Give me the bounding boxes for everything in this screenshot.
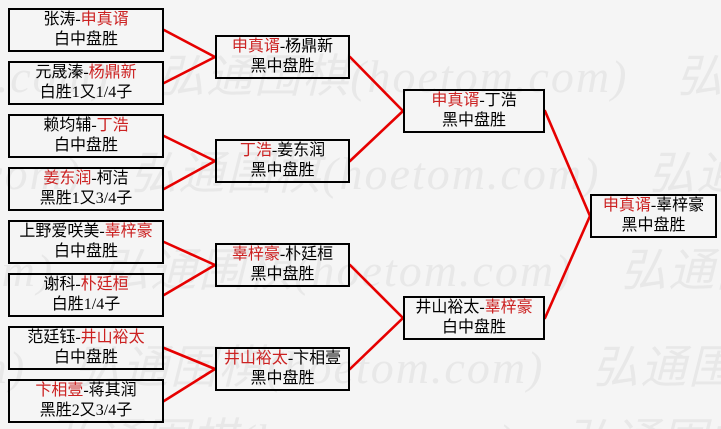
match-players: 申真谞-杨鼎新 [217, 37, 348, 57]
match-result: 白中盘胜 [53, 349, 118, 366]
match-box-r1-1: 张涛-申真谞 白中盘胜 [8, 8, 164, 52]
match-players: 上野爱咲美-辜梓豪 [10, 222, 162, 242]
player-name: -朴廷桓 [279, 246, 334, 263]
player-name: -卞相壹 [287, 350, 342, 367]
winner-name: 井山裕太 [80, 329, 145, 346]
player-name: 赖均辅- [43, 117, 97, 134]
winner-name: 杨鼎新 [88, 64, 137, 81]
match-players: 赖均辅-丁浩 [10, 116, 162, 136]
player-name: -姜东润 [271, 142, 326, 159]
connector-line [162, 28, 217, 59]
match-box-r2-2: 丁浩-姜东润 黑中盘胜 [215, 139, 350, 183]
match-players: 申真谞-丁浩 [405, 91, 543, 111]
player-name: -柯洁 [91, 170, 129, 187]
winner-name: 丁浩 [239, 142, 272, 159]
match-result: 黑中盘胜 [250, 266, 315, 283]
match-result: 黑中盘胜 [250, 370, 315, 387]
match-result: 白中盘胜 [53, 137, 118, 154]
player-name: 上野爱咲美- [19, 223, 105, 240]
winner-name: 申真谞 [231, 38, 280, 55]
player-name: 元晟溱- [35, 64, 89, 81]
match-box-sf-1: 申真谞-丁浩 黑中盘胜 [403, 89, 545, 133]
connector-line [162, 240, 217, 267]
player-name: -丁浩 [479, 92, 517, 109]
match-result: 白中盘胜 [53, 243, 118, 260]
winner-name: 辜梓豪 [484, 299, 533, 316]
winner-name: 辜梓豪 [104, 223, 153, 240]
match-players: 谢科-朴廷桓 [10, 275, 162, 295]
winner-name: 姜东润 [43, 170, 92, 187]
match-result: 黑中盘胜 [250, 58, 315, 75]
connector-line [348, 109, 405, 163]
match-box-r1-2: 元晟溱-杨鼎新 白胜1又1/4子 [8, 61, 164, 105]
connector-line [162, 263, 217, 297]
match-box-final: 申真谞-辜梓豪 黑中盘胜 [590, 194, 717, 238]
match-box-r1-6: 谢科-朴廷桓 白胜1/4子 [8, 273, 164, 317]
match-result: 黑中盘胜 [250, 162, 315, 179]
player-name: 张涛- [43, 11, 81, 28]
winner-name: 申真谞 [80, 11, 129, 28]
match-box-r1-8: 卞相壹-蒋其润 黑胜2又3/4子 [8, 379, 164, 423]
match-box-r2-4: 井山裕太-卞相壹 黑中盘胜 [215, 347, 350, 391]
match-result: 黑胜1又3/4子 [39, 190, 133, 207]
connector-line [162, 55, 217, 85]
match-result: 白中盘胜 [53, 31, 118, 48]
watermark-text: 弘通围棋(hoetom.com) 弘通围棋(hoetom.com) 弘通围棋(h… [0, 342, 721, 393]
connector-line [162, 367, 217, 403]
player-name: 井山裕太- [415, 299, 485, 316]
match-players: 井山裕太-卞相壹 [217, 349, 348, 369]
match-result: 白胜1/4子 [51, 296, 121, 313]
connector-line [162, 134, 217, 163]
match-players: 张涛-申真谞 [10, 10, 162, 30]
player-name: -蒋其润 [83, 382, 137, 399]
match-box-r2-1: 申真谞-杨鼎新 黑中盘胜 [215, 35, 350, 79]
watermark-text: 弘通围棋(hoetom.com) 弘通围棋(hoetom.com) 弘通围棋(h… [0, 245, 721, 296]
connector-line [162, 159, 217, 191]
match-box-sf-2: 井山裕太-辜梓豪 白中盘胜 [403, 296, 545, 340]
match-box-r1-7: 范廷钰-井山裕太 白中盘胜 [8, 326, 164, 370]
match-result: 黑胜2又3/4子 [39, 402, 133, 419]
match-players: 范廷钰-井山裕太 [10, 328, 162, 348]
player-name: -辜梓豪 [650, 197, 705, 214]
watermark-text: 弘通围棋(hoetom.com) 弘通围棋(hoetom.com) 弘通围棋(h… [0, 404, 721, 429]
winner-name: 朴廷桓 [80, 276, 129, 293]
winner-name: 辜梓豪 [231, 246, 280, 263]
match-result: 白中盘胜 [441, 319, 506, 336]
connector-line [162, 346, 217, 371]
match-result: 白胜1又1/4子 [39, 84, 133, 101]
match-box-r1-4: 姜东润-柯洁 黑胜1又3/4子 [8, 167, 164, 211]
winner-name: 申真谞 [431, 92, 480, 109]
player-name: 范廷钰- [27, 329, 81, 346]
match-players: 辜梓豪-朴廷桓 [217, 245, 348, 265]
match-result: 黑中盘胜 [621, 217, 686, 234]
player-name: 谢科- [43, 276, 81, 293]
connector-line [543, 109, 592, 218]
winner-name: 卞相壹 [35, 382, 84, 399]
match-box-r2-3: 辜梓豪-朴廷桓 黑中盘胜 [215, 243, 350, 287]
watermark-text: 弘通围棋(hoetom.com) 弘通围棋(hoetom.com) 弘通围棋(h… [0, 51, 721, 102]
match-players: 井山裕太-辜梓豪 [405, 298, 543, 318]
winner-name: 丁浩 [96, 117, 129, 134]
match-box-r1-3: 赖均辅-丁浩 白中盘胜 [8, 114, 164, 158]
connector-line [543, 214, 592, 320]
player-name: -杨鼎新 [279, 38, 334, 55]
match-players: 卞相壹-蒋其润 [10, 381, 162, 401]
connector-line [348, 55, 405, 113]
connector-line [348, 316, 405, 371]
match-box-r1-5: 上野爱咲美-辜梓豪 白中盘胜 [8, 220, 164, 264]
match-players: 元晟溱-杨鼎新 [10, 63, 162, 83]
match-players: 丁浩-姜东润 [217, 141, 348, 161]
winner-name: 申真谞 [602, 197, 651, 214]
connector-line [348, 263, 405, 320]
match-result: 黑中盘胜 [441, 112, 506, 129]
match-players: 姜东润-柯洁 [10, 169, 162, 189]
match-players: 申真谞-辜梓豪 [592, 196, 715, 216]
winner-name: 井山裕太 [223, 350, 288, 367]
